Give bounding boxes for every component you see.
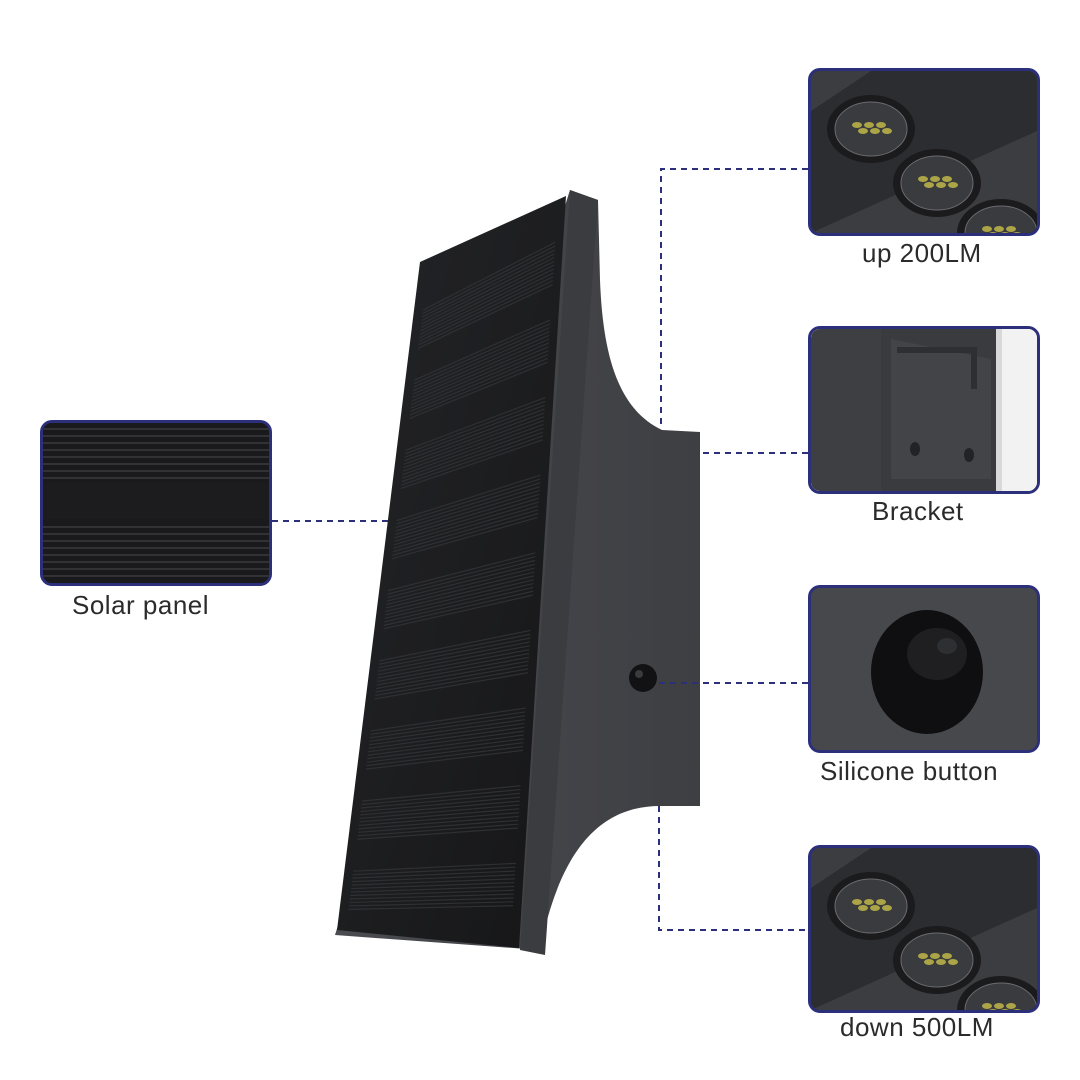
solar-panel-callout	[40, 420, 272, 586]
bracket-label: Bracket	[872, 496, 964, 526]
lamp-side-edge	[520, 190, 598, 955]
solar-panel-face	[337, 196, 566, 948]
down-light-label: down 500LM	[840, 1012, 994, 1042]
down-light-callout	[808, 845, 1040, 1013]
solar-panel-label: Solar panel	[72, 590, 210, 620]
led-lens-group	[827, 872, 1037, 1010]
silicone-button-closeup	[811, 588, 1037, 750]
silicone-button-label: Silicone button	[820, 756, 999, 786]
housing-button	[629, 664, 657, 692]
leader-down	[658, 806, 808, 931]
up-light-callout	[808, 68, 1040, 236]
silicone-button-callout	[808, 585, 1040, 753]
led-lens-group	[827, 95, 1037, 233]
solar-panel-cells	[348, 241, 556, 911]
solar-panel-closeup	[43, 423, 269, 583]
bracket-closeup	[811, 329, 1037, 491]
leader-up	[660, 168, 808, 425]
up-light-label: up 200LM	[862, 238, 982, 268]
led-down-closeup	[811, 848, 1037, 1010]
bracket-callout	[808, 326, 1040, 494]
led-up-closeup	[811, 71, 1037, 233]
